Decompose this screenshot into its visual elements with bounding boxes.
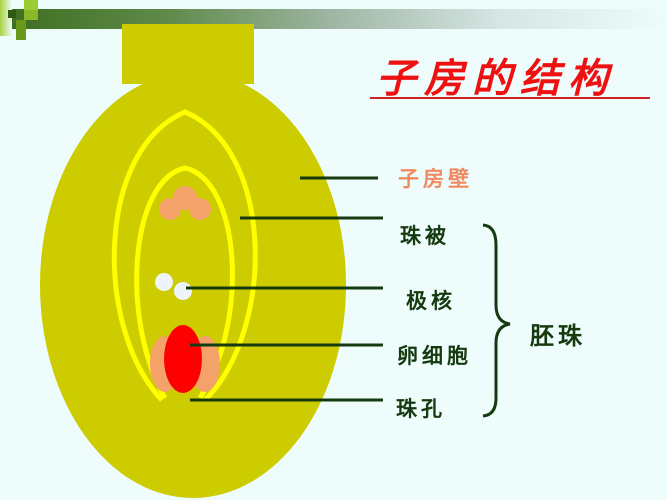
page-title: 子房的结构	[376, 55, 616, 102]
decor-square	[16, 20, 26, 40]
label-ovule: 胚珠	[530, 321, 586, 350]
polar-nucleus	[155, 273, 173, 291]
ovule-brace	[482, 223, 511, 418]
decor-square	[24, 0, 38, 10]
decor-square	[8, 10, 16, 18]
label-egg-cell: 卵细胞	[397, 343, 472, 368]
label-micropyle: 珠孔	[396, 396, 446, 421]
polar-nucleus	[174, 282, 192, 300]
label-integument: 珠被	[400, 223, 450, 248]
label-polar-nuclei: 极核	[406, 288, 456, 313]
antipodal-cells	[159, 186, 211, 220]
decor-square	[0, 0, 12, 36]
label-ovary-wall: 子房壁	[398, 166, 473, 191]
decor-square	[24, 10, 38, 20]
egg-cell	[164, 325, 202, 393]
ovary-body	[40, 72, 346, 498]
inner-integument-line	[134, 165, 235, 400]
outer-integument-line	[111, 109, 258, 402]
title-underline	[370, 97, 650, 99]
